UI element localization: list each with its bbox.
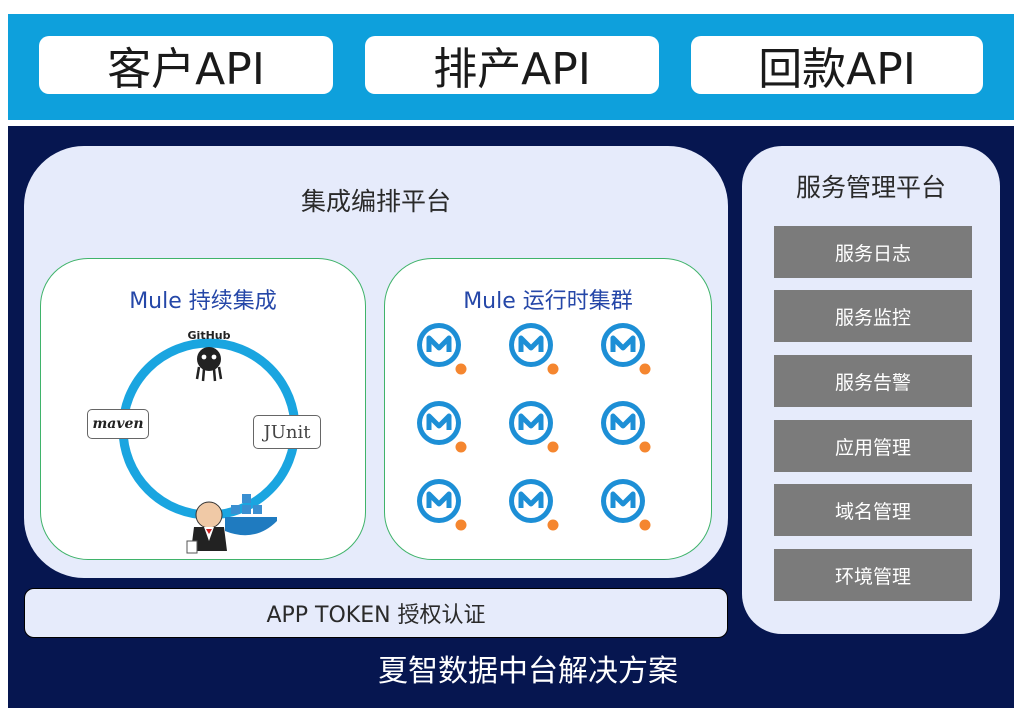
mule-ci-panel: Mule 持续集成: [40, 258, 366, 560]
mule-runtime-icon: [417, 323, 467, 375]
service-alert-button[interactable]: 服务告警: [774, 355, 972, 407]
app-token-auth-bar[interactable]: APP TOKEN 授权认证: [24, 588, 728, 638]
mule-runtime-title: Mule 运行时集群: [463, 289, 633, 314]
environment-management-button[interactable]: 环境管理: [774, 549, 972, 601]
mule-runtime-icon: [417, 479, 467, 531]
customer-api-button[interactable]: 客户API: [39, 36, 333, 95]
maven-logo-icon: maven: [87, 409, 149, 439]
scheduling-api-button[interactable]: 排产API: [365, 36, 659, 95]
mule-runtime-icon: [509, 323, 559, 375]
data-platform-container: 集成编排平台 Mule 持续集成: [8, 126, 1014, 708]
github-label: GitHub: [187, 329, 231, 342]
mule-runtime-icon: [601, 479, 651, 531]
integration-platform-panel: 集成编排平台 Mule 持续集成: [24, 146, 728, 578]
domain-management-button[interactable]: 域名管理: [774, 484, 972, 536]
github-octocat-icon: [195, 347, 223, 382]
docker-whale-icon: [225, 494, 277, 536]
mule-ci-title: Mule 持续集成: [129, 289, 277, 314]
payment-api-button[interactable]: 回款API: [691, 36, 983, 95]
solution-title: 夏智数据中台解决方案: [378, 654, 678, 689]
app-management-button[interactable]: 应用管理: [774, 420, 972, 472]
api-band: 客户API 排产API 回款API: [8, 14, 1014, 120]
junit-logo-icon: JUnit: [253, 415, 321, 449]
integration-platform-title: 集成编排平台: [300, 187, 451, 216]
service-log-button[interactable]: 服务日志: [774, 226, 972, 278]
mule-runtime-icon: [601, 401, 651, 453]
service-management-title: 服务管理平台: [795, 173, 946, 202]
mule-runtime-cluster-panel: Mule 运行时集群: [384, 258, 712, 560]
mule-runtime-icon: [417, 401, 467, 453]
service-monitor-button[interactable]: 服务监控: [774, 290, 972, 342]
mule-runtime-icon: [509, 479, 559, 531]
mule-runtime-icon: [601, 323, 651, 375]
mule-runtime-icon: [509, 401, 559, 453]
jenkins-icon: [186, 501, 227, 554]
service-management-panel: 服务管理平台 服务日志 服务监控 服务告警 应用管理 域名管理 环境管理: [742, 146, 1000, 634]
